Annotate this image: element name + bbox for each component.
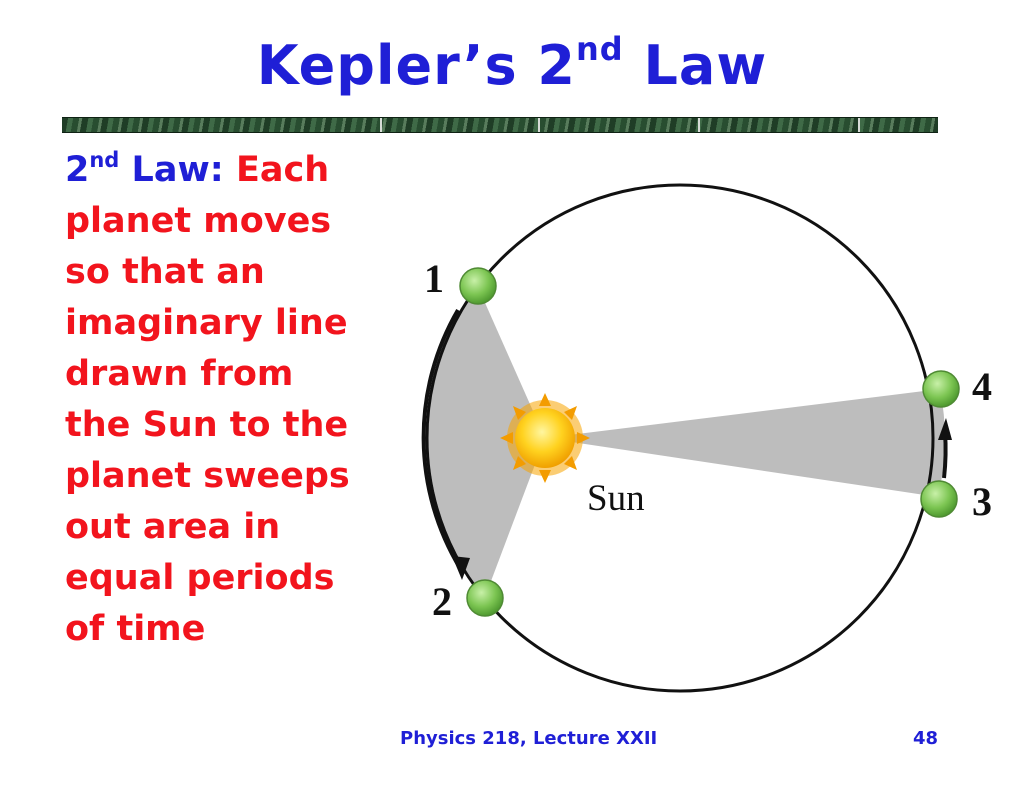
- planet-label-1: 1: [424, 256, 444, 301]
- statement-line: Each: [235, 150, 330, 190]
- planet-label-3: 3: [972, 479, 992, 524]
- planet-4: [922, 370, 960, 408]
- statement-line: imaginary line: [65, 303, 348, 343]
- motion-arrow-1-2: [421, 308, 462, 570]
- statement-line: of time: [65, 609, 206, 649]
- law-number-superscript: nd: [89, 148, 120, 172]
- law-word: Law:: [119, 150, 224, 190]
- statement-line: planet moves: [65, 201, 332, 241]
- sun-label: Sun: [587, 478, 645, 519]
- planet-label-2: 2: [432, 579, 452, 624]
- law-lead: 2nd Law:: [65, 148, 224, 191]
- swept-area-3-4: [545, 389, 945, 497]
- law-number: 2: [65, 150, 90, 190]
- divider-notch: [858, 118, 860, 132]
- statement-line: so that an: [65, 252, 265, 292]
- arrowhead-1-2: [452, 556, 470, 580]
- footer-course: Physics 218, Lecture XXII: [400, 728, 658, 749]
- divider-notch: [538, 118, 540, 132]
- law-statement: 2nd Law: Each planet moves so that an im…: [65, 145, 410, 655]
- orbit-path: [425, 183, 935, 693]
- sun-icon: [500, 393, 590, 483]
- slide-title: Kepler’s 2nd Law: [0, 30, 1024, 97]
- statement-line: out area in: [65, 507, 281, 547]
- divider-notch: [380, 118, 382, 132]
- statement-line: planet sweeps: [65, 456, 350, 496]
- statement-line: drawn from: [65, 354, 294, 394]
- title-superscript: nd: [576, 30, 624, 68]
- slide-number: 48: [913, 728, 939, 749]
- planet-1: [459, 267, 497, 305]
- planet-label-4: 4: [972, 364, 992, 409]
- arrowhead-3-4: [938, 418, 952, 440]
- swept-area-1-2: [428, 287, 545, 597]
- title-suffix: Law: [623, 34, 768, 97]
- statement-line: equal periods: [65, 558, 335, 598]
- statement-line: the Sun to the: [65, 405, 349, 445]
- title-divider: [62, 117, 938, 133]
- orbit-diagram: Sun 1 2 3 4: [421, 183, 992, 693]
- planet-3: [920, 480, 958, 518]
- title-main: Kepler’s 2: [256, 34, 576, 97]
- divider-notch: [698, 118, 700, 132]
- planet-2: [466, 579, 504, 617]
